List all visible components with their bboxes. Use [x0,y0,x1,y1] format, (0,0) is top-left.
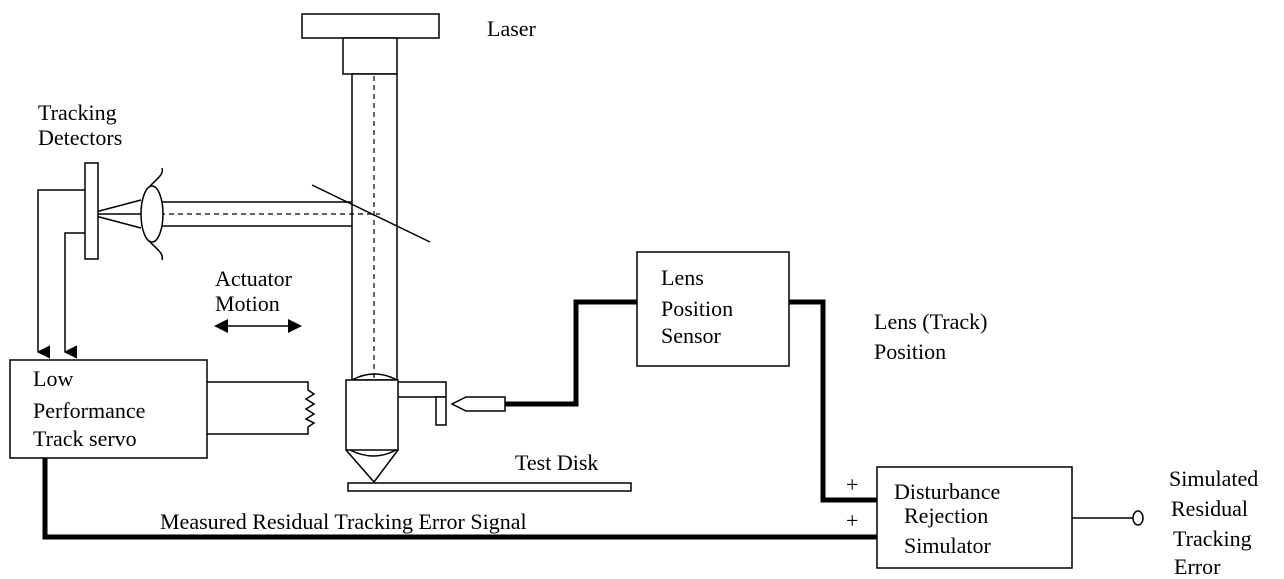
tracking-label-1: Tracking [38,100,117,125]
actuator-label-2: Motion [215,291,280,316]
test-disk [347,482,632,492]
output-terminal [1132,510,1144,526]
laser-body [342,37,398,75]
tracking-detectors [84,162,99,260]
output-label-3: Tracking [1173,526,1252,551]
objective-tip [345,449,399,484]
servo-label-3: Track servo [33,426,137,451]
actuator-coil [207,381,316,435]
lens-position-sensor [636,251,790,367]
actuator-arrow-right [288,319,302,333]
sensor-label-3: Sensor [661,323,722,348]
output-label-1: Simulated [1169,466,1258,491]
detector-wire-b [63,232,85,359]
actuator-arrow-left [214,319,228,333]
objective-top-lens [351,373,398,381]
lens-track-label-2: Position [874,339,946,364]
simulator-label-2: Rejection [904,503,988,528]
test-disk-label: Test Disk [515,450,598,475]
sensor-label-2: Position [661,296,733,321]
laser-top-plate [301,13,440,39]
actuator-label-1: Actuator [215,266,293,291]
sensor-label-1: Lens [661,265,704,290]
lens-mount-top [149,167,164,187]
probe-to-sensor-line [505,299,637,407]
lens-target [435,396,447,426]
laser-label: Laser [487,16,537,41]
plus-bottom: + [846,508,858,533]
tracking-label-2: Detectors [38,125,122,150]
disturbance-rejection-simulator [876,466,1073,569]
lens-track-label-1: Lens (Track) [874,309,987,334]
low-performance-servo [9,359,208,459]
lens-bracket [398,381,447,398]
collection-lens [140,185,164,243]
measured-signal-label: Measured Residual Tracking Error Signal [160,509,527,534]
output-label-4: Error [1174,554,1221,579]
detector-wire-a [36,189,85,359]
position-probe [450,396,506,412]
objective-lens-curve [349,449,397,457]
simulator-label-1: Disturbance [894,479,1000,504]
servo-label-1: Low [33,366,73,391]
lens-mount-bottom [149,241,164,261]
objective-housing [345,379,399,451]
beam-tube [351,73,398,381]
servo-to-simulator-line [42,458,877,540]
sensor-to-simulator-line [789,299,877,503]
simulator-label-3: Simulator [904,533,991,558]
plus-top: + [846,472,858,497]
servo-label-2: Performance [33,398,145,423]
output-label-2: Residual [1171,496,1248,521]
